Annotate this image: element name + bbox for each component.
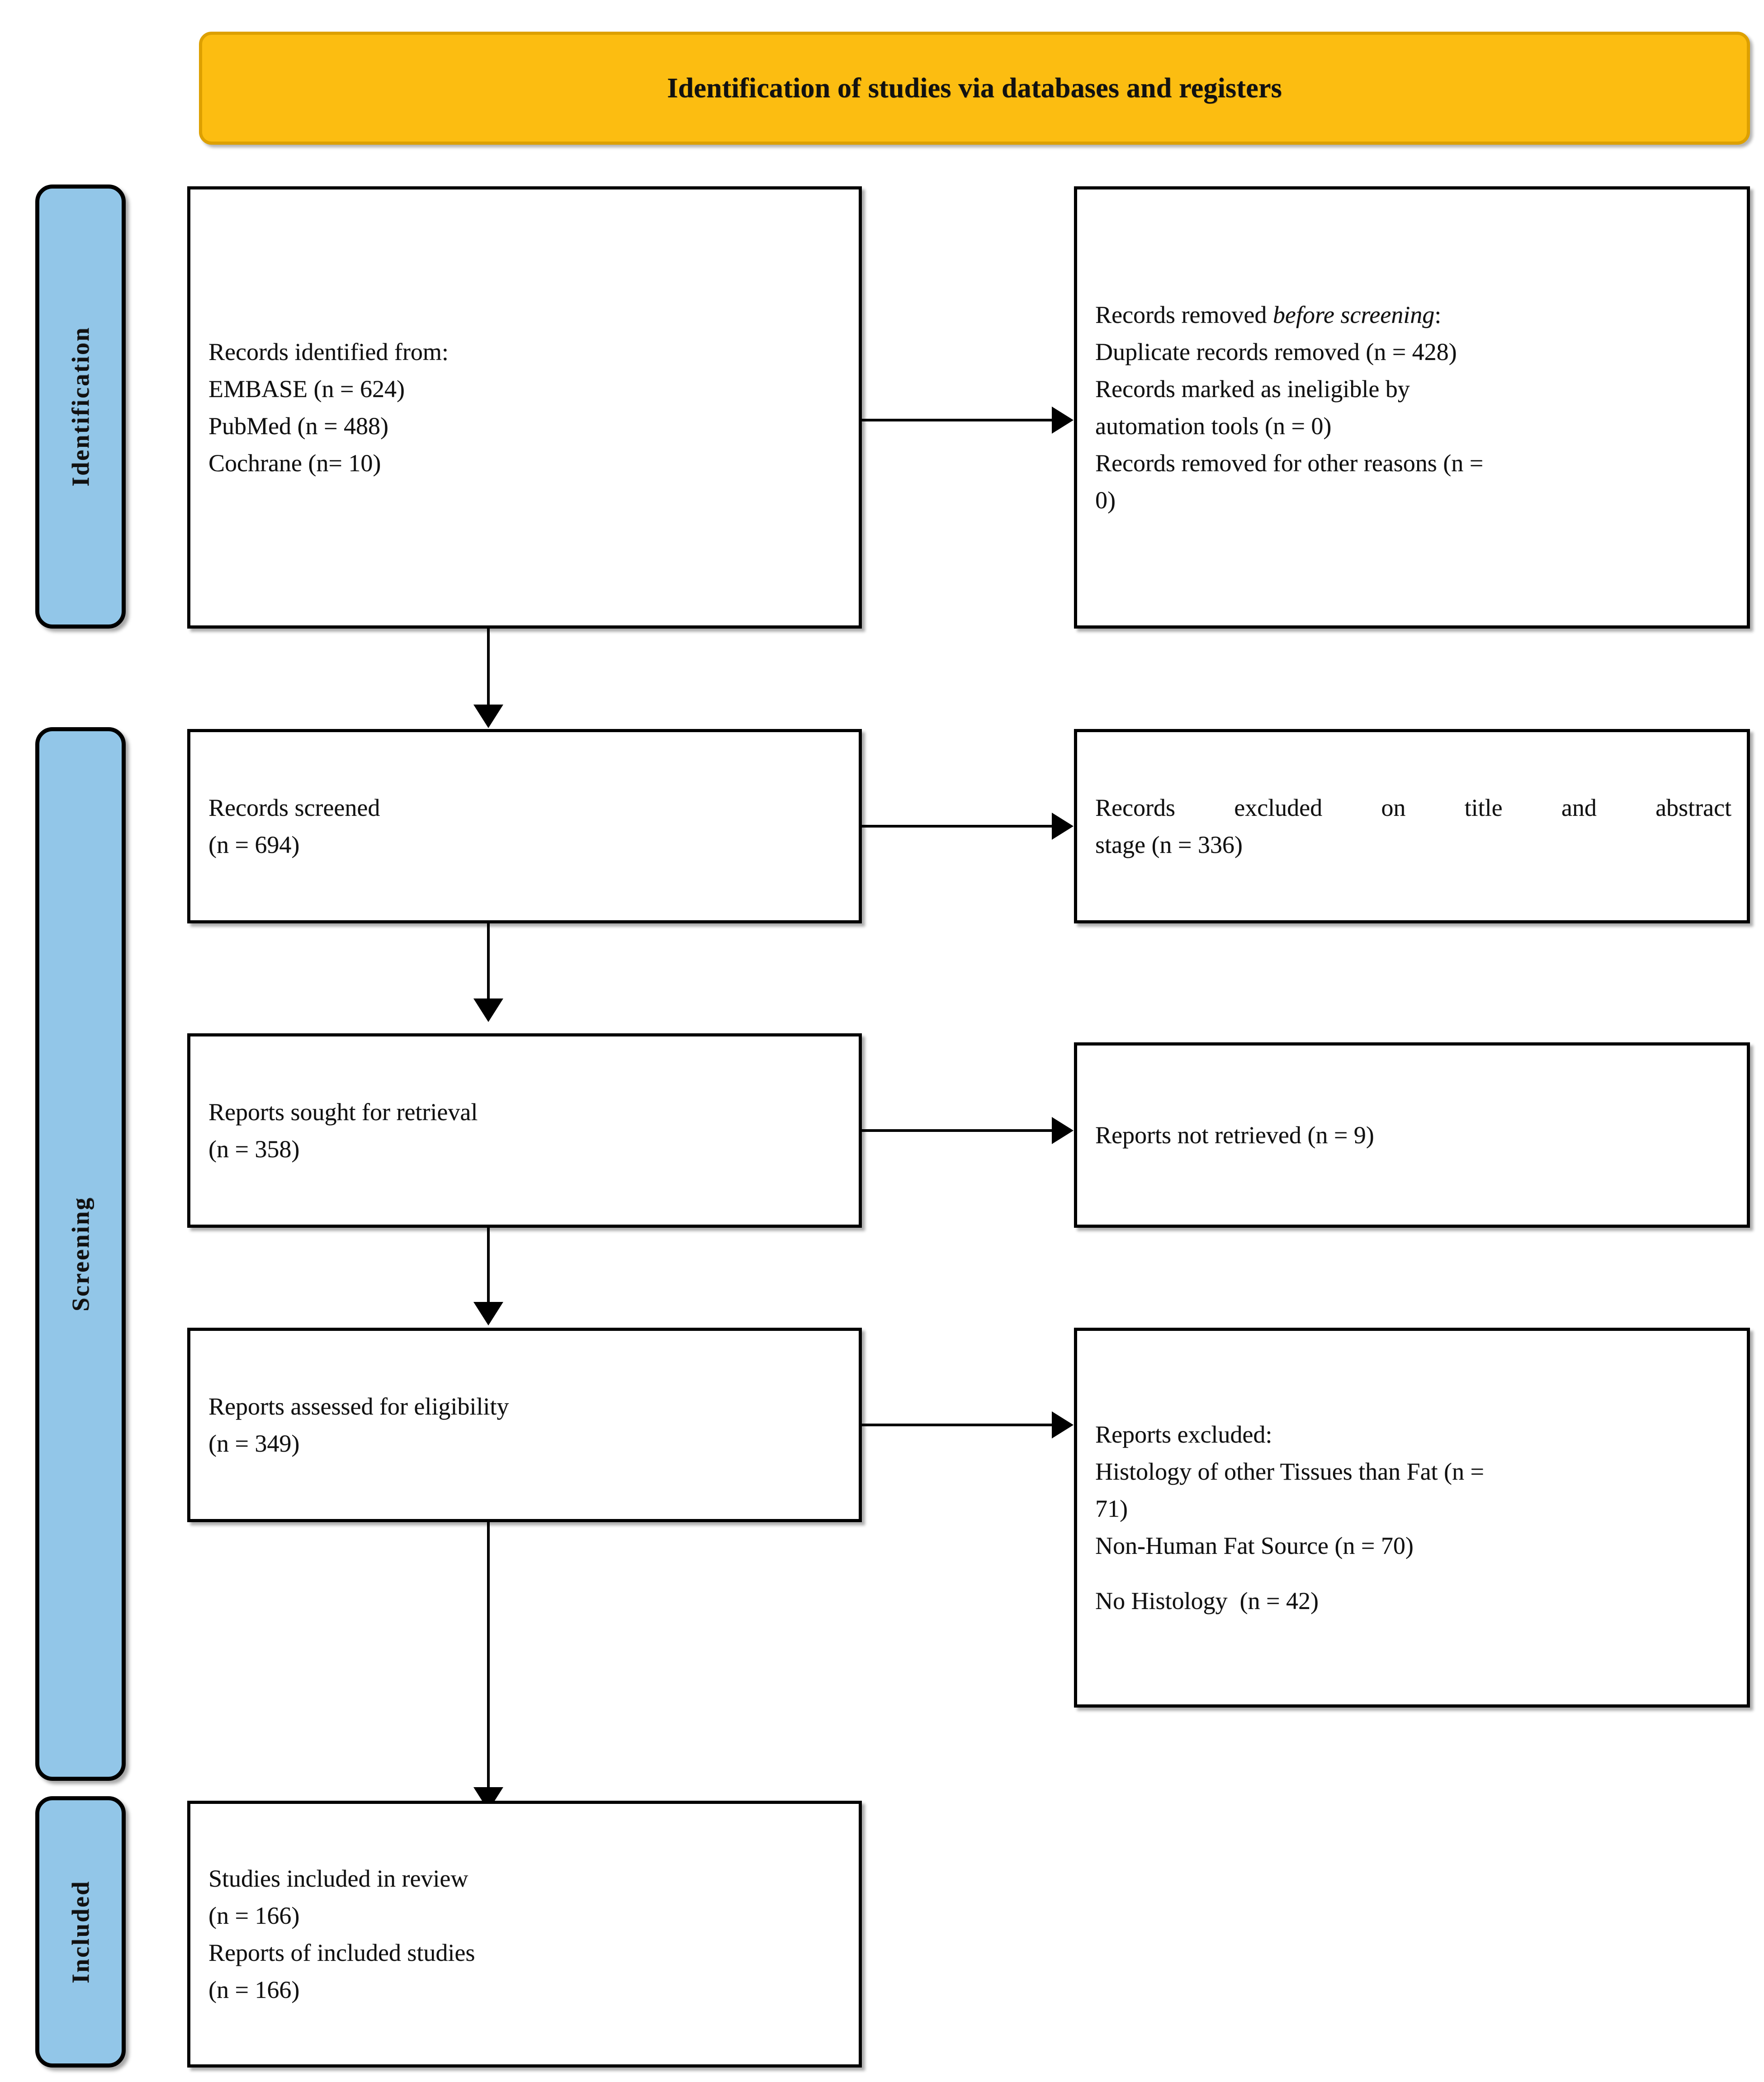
connector-sought-to-not-retrieved [862, 1129, 1052, 1132]
node-reports-excluded: Reports excluded: Histology of other Tis… [1074, 1328, 1750, 1708]
phase-label-identification-text: Identification [67, 326, 94, 487]
node-reports-assessed: Reports assessed for eligibility (n = 34… [187, 1328, 862, 1522]
records-excluded-line-2: stage (n = 336) [1095, 831, 1243, 858]
reports-excluded-line-3: 71) [1095, 1495, 1128, 1522]
connector-identified-to-removed [862, 419, 1052, 421]
records-removed-line-1: Records removed before screening: [1095, 296, 1731, 333]
phase-label-screening-text: Screening [67, 1197, 94, 1311]
reports-excluded-line-2: Histology of other Tissues than Fat (n = [1095, 1457, 1484, 1485]
records-excluded-line-1: Records excluded on title and abstract [1095, 794, 1731, 821]
reports-sought-line-1: Reports sought for retrieval [208, 1098, 478, 1126]
studies-included-line-4: (n = 166) [208, 1976, 300, 2004]
arrow-sought-to-not-retrieved [1052, 1117, 1074, 1144]
arrow-screened-to-sought [473, 998, 503, 1022]
studies-included-line-2: (n = 166) [208, 1902, 300, 1929]
records-removed-line-4: automation tools (n = 0) [1095, 412, 1332, 440]
connector-screened-to-excluded [862, 825, 1052, 828]
connector-screened-to-sought [487, 923, 490, 1000]
reports-excluded-line-1: Reports excluded: [1095, 1420, 1272, 1448]
node-records-identified: Records identified from: EMBASE (n = 624… [187, 186, 862, 629]
reports-excluded-spacer [1095, 1564, 1731, 1582]
records-removed-emphasis: before screening [1272, 301, 1435, 328]
records-removed-line-3: Records marked as ineligible by [1095, 375, 1410, 402]
node-reports-sought: Reports sought for retrieval (n = 358) [187, 1033, 862, 1228]
phase-label-included-text: Included [67, 1880, 94, 1984]
reports-excluded-line-4: Non-Human Fat Source (n = 70) [1095, 1532, 1414, 1560]
arrow-identified-to-removed [1052, 407, 1074, 434]
page-title: Identification of studies via databases … [667, 72, 1282, 104]
connector-identified-to-screened [487, 629, 490, 706]
node-records-removed-before-screening: Records removed before screening: Duplic… [1074, 186, 1750, 629]
arrow-sought-to-assessed [473, 1302, 503, 1325]
records-removed-line-5: Records removed for other reasons (n = [1095, 450, 1484, 477]
phase-label-screening: Screening [35, 727, 126, 1781]
records-removed-line-2: Duplicate records removed (n = 428) [1095, 338, 1457, 365]
reports-assessed-line-2: (n = 349) [208, 1430, 300, 1457]
phase-label-identification: Identification [35, 185, 126, 629]
records-identified-line-1: Records identified from: [208, 338, 449, 365]
records-removed-line-1a: Records removed [1095, 301, 1273, 328]
connector-assessed-to-included [487, 1522, 490, 1789]
reports-sought-line-2: (n = 358) [208, 1136, 300, 1163]
reports-assessed-line-1: Reports assessed for eligibility [208, 1392, 509, 1420]
records-identified-line-4: Cochrane (n= 10) [208, 450, 381, 477]
reports-excluded-line-5: No Histology (n = 42) [1095, 1587, 1319, 1615]
node-records-excluded: Records excluded on title and abstract s… [1074, 729, 1750, 923]
records-screened-line-1: Records screened [208, 794, 380, 821]
records-screened-line-2: (n = 694) [208, 831, 300, 858]
phase-label-included: Included [35, 1796, 126, 2068]
node-studies-included: Studies included in review (n = 166) Rep… [187, 1801, 862, 2068]
reports-not-retrieved-line-1: Reports not retrieved (n = 9) [1095, 1121, 1374, 1149]
arrow-screened-to-excluded [1052, 813, 1074, 840]
diagram-header-banner: Identification of studies via databases … [199, 32, 1750, 145]
records-identified-line-3: PubMed (n = 488) [208, 412, 388, 440]
connector-assessed-to-excluded [862, 1424, 1052, 1426]
node-reports-not-retrieved: Reports not retrieved (n = 9) [1074, 1042, 1750, 1228]
studies-included-line-1: Studies included in review [208, 1864, 468, 1892]
arrow-assessed-to-excluded [1052, 1411, 1074, 1438]
connector-sought-to-assessed [487, 1228, 490, 1304]
records-removed-line-1c: : [1434, 301, 1442, 328]
studies-included-line-3: Reports of included studies [208, 1939, 475, 1966]
records-identified-line-2: EMBASE (n = 624) [208, 375, 405, 402]
arrow-identified-to-screened [473, 705, 503, 728]
node-records-screened: Records screened (n = 694) [187, 729, 862, 923]
records-removed-line-6: 0) [1095, 487, 1116, 514]
